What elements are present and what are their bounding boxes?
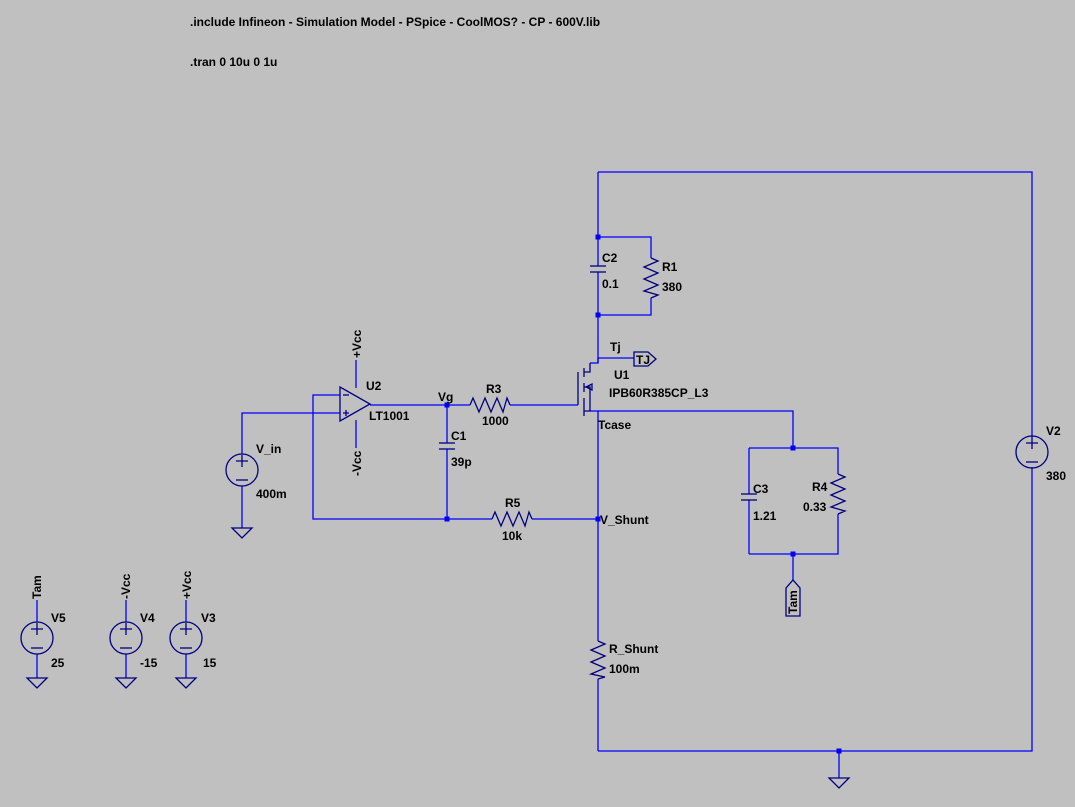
- capacitor-c1[interactable]: [439, 442, 455, 450]
- vin-ref[interactable]: V_in: [256, 442, 281, 456]
- resistor-r4[interactable]: [829, 473, 847, 515]
- mosfet-u1[interactable]: [577, 363, 593, 416]
- c2-value[interactable]: 0.1: [602, 277, 619, 291]
- ground-icon: [174, 677, 198, 689]
- v5-ref[interactable]: V5: [51, 611, 66, 625]
- u2-model[interactable]: LT1001: [369, 409, 410, 423]
- v5-net-label[interactable]: Tam: [30, 575, 44, 599]
- r5-value[interactable]: 10k: [502, 529, 522, 543]
- c3-value[interactable]: 1.21: [753, 509, 777, 523]
- v-shunt-net-label[interactable]: V_Shunt: [600, 513, 649, 527]
- v3-net-label[interactable]: +Vcc: [180, 570, 194, 599]
- v3-source[interactable]: [169, 621, 203, 655]
- r4-ref[interactable]: R4: [812, 480, 828, 494]
- opamp-vcc-pos-label[interactable]: +Vcc: [350, 329, 364, 358]
- r1-value[interactable]: 380: [662, 280, 682, 294]
- v4-ref[interactable]: V4: [140, 611, 155, 625]
- ground-icon: [114, 677, 138, 689]
- c1-ref[interactable]: C1: [451, 429, 467, 443]
- r3-value[interactable]: 1000: [482, 414, 509, 428]
- r1-ref[interactable]: R1: [662, 260, 678, 274]
- tj-port-label[interactable]: TJ: [636, 353, 650, 367]
- resistor-r5[interactable]: [491, 510, 533, 528]
- vg-net-label[interactable]: Vg: [438, 390, 453, 404]
- junctions: [444, 234, 842, 754]
- ground-icon: [230, 527, 254, 539]
- tj-port-icon[interactable]: [633, 351, 657, 367]
- v3-value[interactable]: 15: [203, 656, 217, 670]
- resistor-r1[interactable]: [642, 257, 660, 299]
- v2-source[interactable]: [1015, 435, 1049, 469]
- r3-ref[interactable]: R3: [486, 382, 502, 396]
- vin-source[interactable]: [225, 453, 259, 487]
- tj-net-label[interactable]: Tj: [610, 340, 621, 354]
- resistor-r-shunt[interactable]: [588, 640, 607, 680]
- r-shunt-ref[interactable]: R_Shunt: [609, 642, 658, 656]
- capacitor-c3[interactable]: [741, 493, 757, 501]
- opamp-u2[interactable]: [339, 385, 372, 423]
- ground-icon: [25, 677, 49, 689]
- tam-port-label[interactable]: Tam: [786, 590, 800, 614]
- vin-value[interactable]: 400m: [256, 487, 287, 501]
- c3-ref[interactable]: C3: [753, 482, 769, 496]
- wires[interactable]: [36, 171, 1033, 778]
- tam-port-icon[interactable]: [785, 579, 801, 617]
- u2-ref[interactable]: U2: [366, 379, 382, 393]
- ground-icon: [827, 777, 851, 789]
- u1-ref[interactable]: U1: [614, 368, 630, 382]
- tcase-net-label[interactable]: Tcase: [598, 418, 631, 432]
- v5-value[interactable]: 25: [51, 656, 65, 670]
- capacitor-c2[interactable]: [590, 265, 606, 273]
- r4-value[interactable]: 0.33: [803, 500, 827, 514]
- c1-value[interactable]: 39p: [451, 455, 472, 469]
- opamp-vcc-neg-label[interactable]: -Vcc: [350, 450, 364, 476]
- v5-source[interactable]: [20, 621, 54, 655]
- include-directive[interactable]: .include Infineon - Simulation Model - P…: [190, 15, 600, 29]
- v4-source[interactable]: [109, 621, 143, 655]
- r5-ref[interactable]: R5: [505, 496, 521, 510]
- resistor-r3[interactable]: [469, 396, 511, 414]
- tran-directive[interactable]: .tran 0 10u 0 1u: [190, 55, 277, 69]
- v4-net-label[interactable]: -Vcc: [119, 573, 133, 599]
- r-shunt-value[interactable]: 100m: [609, 662, 640, 676]
- u1-model[interactable]: IPB60R385CP_L3: [609, 386, 709, 400]
- v4-value[interactable]: -15: [140, 656, 158, 670]
- v2-value[interactable]: 380: [1046, 469, 1066, 483]
- c2-ref[interactable]: C2: [602, 251, 618, 265]
- v2-ref[interactable]: V2: [1046, 424, 1061, 438]
- v3-ref[interactable]: V3: [201, 611, 216, 625]
